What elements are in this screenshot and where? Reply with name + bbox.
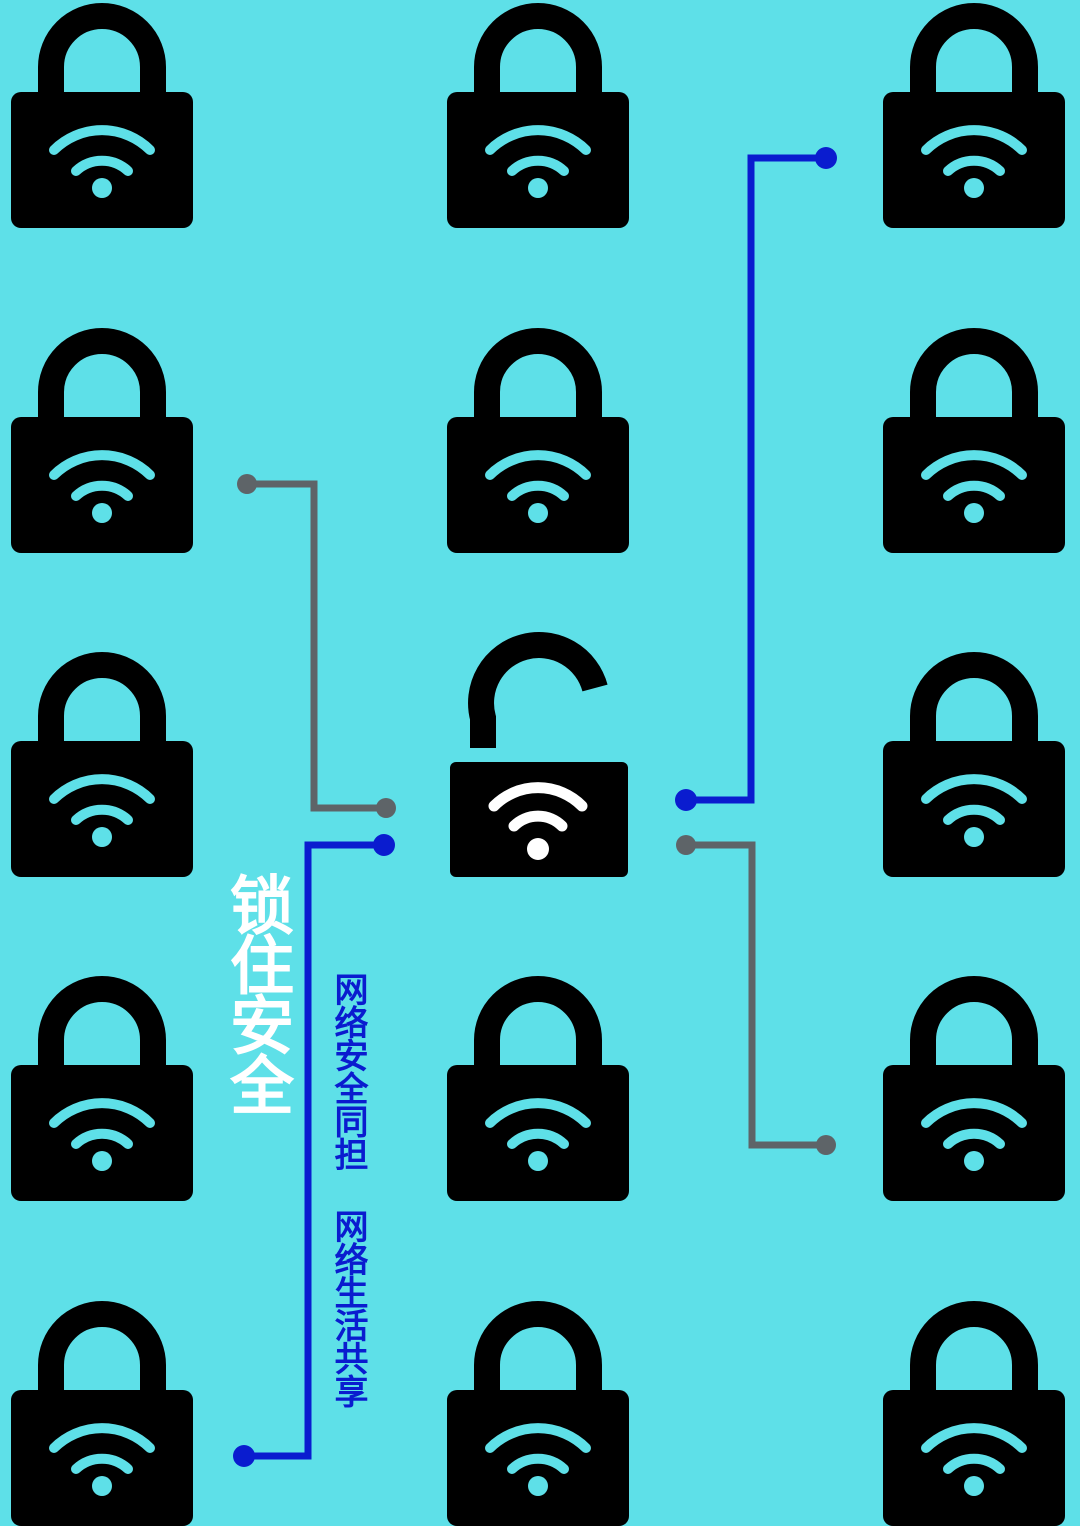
lock-wifi-icon (11, 341, 193, 553)
lock-wifi-icon (883, 665, 1065, 877)
lock-wifi-icon (447, 1314, 629, 1526)
blue-connector-left (233, 834, 395, 1467)
gray-connector-left (237, 474, 396, 818)
lock-wifi-icon (883, 16, 1065, 228)
lock-wifi-icon (447, 989, 629, 1201)
lock-wifi-icon (883, 1314, 1065, 1526)
lock-wifi-icon (883, 989, 1065, 1201)
lock-wifi-icon (11, 16, 193, 228)
lock-wifi-icon (447, 16, 629, 228)
lock-wifi-icon (11, 989, 193, 1201)
unlocked-lock-wifi-icon (450, 632, 628, 877)
blue-connector-right (675, 147, 837, 811)
lock-wifi-icon (11, 1314, 193, 1526)
lock-wifi-icon (11, 665, 193, 877)
lock-wifi-icon (883, 341, 1065, 553)
poster-title: 锁住安全 (219, 872, 293, 1112)
poster-slogan: 网络安全同担 网络生活共享 (328, 972, 368, 1407)
lock-wifi-icon (447, 341, 629, 553)
gray-connector-right (676, 835, 836, 1155)
